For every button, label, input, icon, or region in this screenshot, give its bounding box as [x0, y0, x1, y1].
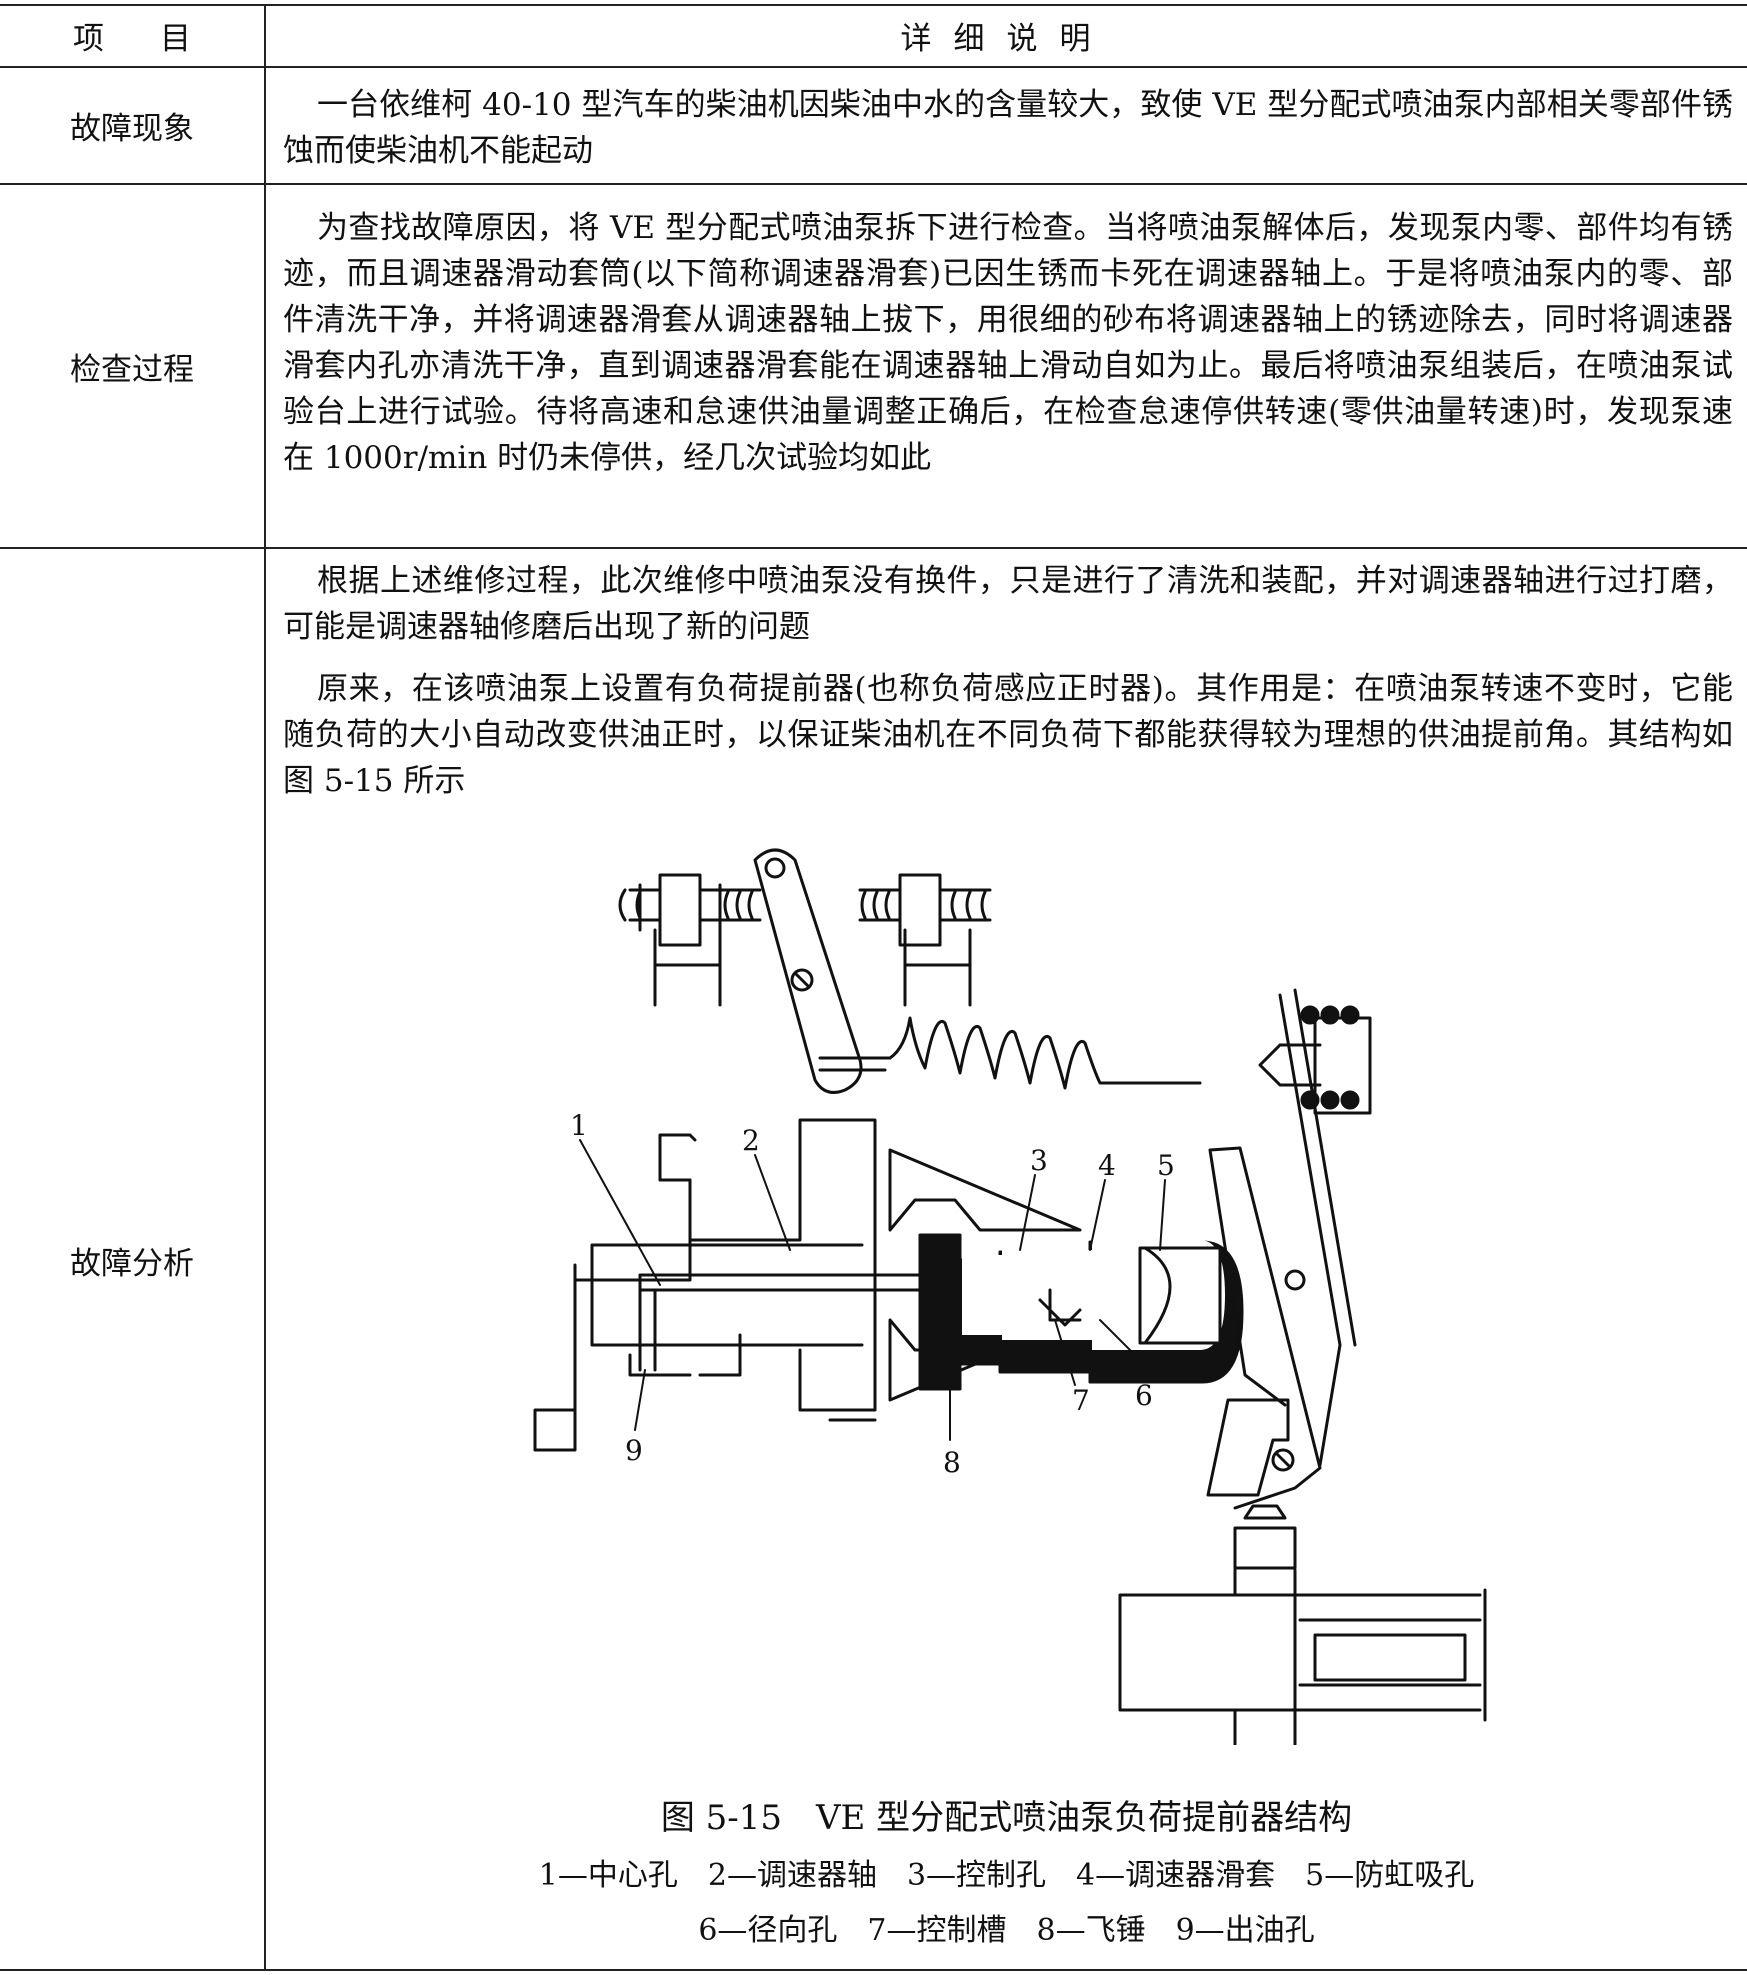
table-top-border — [0, 4, 1747, 6]
part-label-7: 7 — [1072, 1384, 1090, 1417]
part-label-9: 9 — [625, 1434, 643, 1467]
symptom-text: 一台依维柯 40-10 型汽车的柴油机因柴油中水的含量较大，致使 VE 型分配式… — [283, 87, 1733, 169]
figure-title: 图 5-15 VE 型分配式喷油泵负荷提前器结构 — [660, 1798, 1353, 1838]
row-label-analysis: 故障分析 — [70, 1245, 194, 1282]
return-spring — [818, 1016, 1202, 1090]
load-advance-device-diagram: 1 2 3 4 5 6 7 8 9 — [533, 848, 1487, 1745]
header-item-label: 项目 — [73, 21, 247, 57]
analysis-text-1: 根据上述维修过程，此次维修中喷油泵没有换件，只是进行了清洗和装配，并对调速器轴进… — [283, 563, 1733, 645]
row-label-inspection: 检查过程 — [70, 351, 194, 388]
part-label-4: 4 — [1098, 1149, 1116, 1182]
spring-seat — [1258, 988, 1372, 1467]
lower-linkage — [1206, 1146, 1322, 1570]
row-label-cell: 检查过程 — [0, 185, 264, 547]
threaded-rod-left — [618, 873, 762, 1007]
figure-legend-line-2: 6—径向孔 7—控制槽 8—飞锤 9—出油孔 — [698, 1913, 1315, 1948]
table-bottom-border — [0, 1969, 1747, 1971]
row-divider — [0, 547, 1747, 549]
header-item-cell: 项目 — [0, 5, 264, 66]
row-label-cell: 故障分析 — [0, 1050, 264, 1470]
part-labels: 1 2 3 4 5 6 7 8 9 — [570, 1109, 1175, 1479]
row-divider — [0, 66, 1747, 68]
part-label-6: 6 — [1135, 1379, 1153, 1412]
part-label-3: 3 — [1030, 1144, 1048, 1177]
analysis-text-2: 原来，在该喷油泵上设置有负荷提前器(也称负荷感应正时器)。其作用是：在喷油泵转速… — [283, 671, 1733, 799]
lever-arm — [753, 848, 863, 1094]
threaded-rod-right — [858, 873, 992, 1007]
inspection-text: 为查找故障原因，将 VE 型分配式喷油泵拆下进行检查。当将喷油泵解体后，发现泵内… — [283, 210, 1733, 476]
header-detail-label: 详细说明 — [900, 20, 1113, 57]
control-piston — [1118, 1568, 1487, 1745]
part-label-1: 1 — [570, 1109, 588, 1142]
leader-lines — [579, 1139, 1166, 1441]
governor-sleeve — [918, 1233, 1244, 1391]
pump-housing — [533, 1118, 877, 1452]
part-label-5: 5 — [1157, 1149, 1175, 1182]
part-label-2: 2 — [742, 1124, 760, 1157]
row-label-cell: 故障现象 — [0, 68, 264, 183]
row-label-symptom: 故障现象 — [70, 111, 194, 147]
row-divider — [0, 183, 1747, 185]
column-divider — [264, 5, 266, 1970]
part-label-8: 8 — [943, 1446, 961, 1479]
figure-legend-line-1: 1—中心孔 2—调速器轴 3—控制孔 4—调速器滑套 5—防虹吸孔 — [538, 1858, 1475, 1893]
